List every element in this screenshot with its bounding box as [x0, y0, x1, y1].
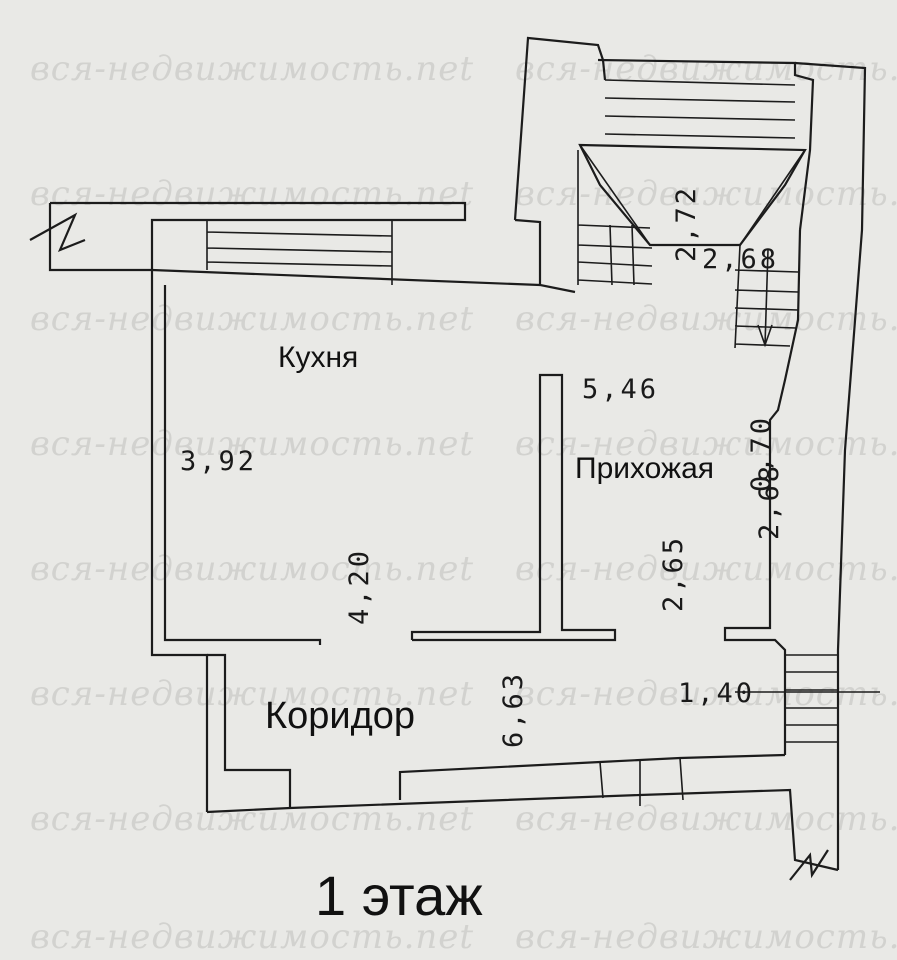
stair-landing-diagonals [579, 144, 806, 246]
stair-left-flight [577, 150, 653, 286]
break-mark-left [29, 212, 86, 253]
step-lines [206, 220, 393, 285]
dimension-hallway-width: 2,68 [754, 463, 785, 540]
walls [29, 36, 867, 881]
watermark: вся-недвижимость.net [30, 549, 474, 589]
room-label-hallway: Прихожая [575, 452, 714, 485]
watermark: вся-недвижимость.net [30, 174, 474, 214]
dimension-hallway-depth: 2,65 [658, 535, 689, 612]
staircase [577, 79, 807, 349]
watermark: вся-недвижимость.net [515, 424, 897, 464]
stair-wall-bottom-left [514, 218, 576, 294]
dimension-corridor-length: 6,63 [498, 671, 529, 748]
watermark-layer: вся-недвижимость.net вся-недвижимость.ne… [30, 49, 897, 957]
kitchen-wall-left [163, 285, 322, 645]
watermark: вся-недвижимость.net [30, 799, 474, 839]
corridor-wall-inner [398, 753, 786, 800]
watermark: вся-недвижимость.net [30, 424, 474, 464]
watermark: вся-недвижимость.net [515, 299, 897, 339]
watermark: вся-недвижимость.net [30, 674, 474, 714]
watermark: вся-недвижимость.net [515, 799, 897, 839]
outer-wall-right [794, 61, 867, 870]
outer-wall-right-inner [723, 229, 802, 755]
stair-top-flight [604, 79, 796, 139]
dimension-kitchen-length: 4,20 [344, 548, 375, 625]
room-label-corridor: Коридор [265, 695, 415, 737]
room-label-kitchen: Кухня [278, 341, 358, 374]
dimension-stair-run: 2,72 [671, 185, 702, 262]
watermark: вся-недвижимость.net [30, 299, 474, 339]
break-mark-right [789, 849, 829, 881]
corridor-wall-bottom [206, 788, 839, 872]
dimension-kitchen-width: 3,92 [180, 446, 257, 477]
watermark: вся-недвижимость.net [30, 917, 474, 957]
watermark: вся-недвижимость.net [515, 174, 897, 214]
watermark: вся-недвижимость.net [515, 549, 897, 589]
side-step-lines [735, 654, 880, 743]
watermark: вся-недвижимость.net [30, 49, 474, 89]
kitchen-wall-bottom-right [410, 373, 617, 642]
dimension-stair-width: 2,68 [702, 244, 779, 275]
stair-wall-left [513, 36, 607, 221]
dimension-corridor-width: 1,40 [678, 678, 755, 709]
entrance-steps [206, 220, 393, 285]
side-steps [735, 654, 880, 743]
stair-direction-arrow [757, 249, 773, 348]
dimension-hallway-door: 0,70 [746, 415, 777, 492]
watermark: вся-недвижимость.net [515, 917, 897, 957]
floor-label: 1 этаж [315, 864, 483, 927]
corridor-wall-left [207, 653, 292, 808]
outer-wall-top-left [50, 201, 467, 270]
stair-wall-right [597, 58, 815, 231]
corridor-door-jamb [599, 757, 684, 806]
outer-wall-left [48, 203, 209, 812]
dimension-hallway-length: 5,46 [582, 374, 659, 405]
outer-wall-top-inner [151, 268, 541, 287]
